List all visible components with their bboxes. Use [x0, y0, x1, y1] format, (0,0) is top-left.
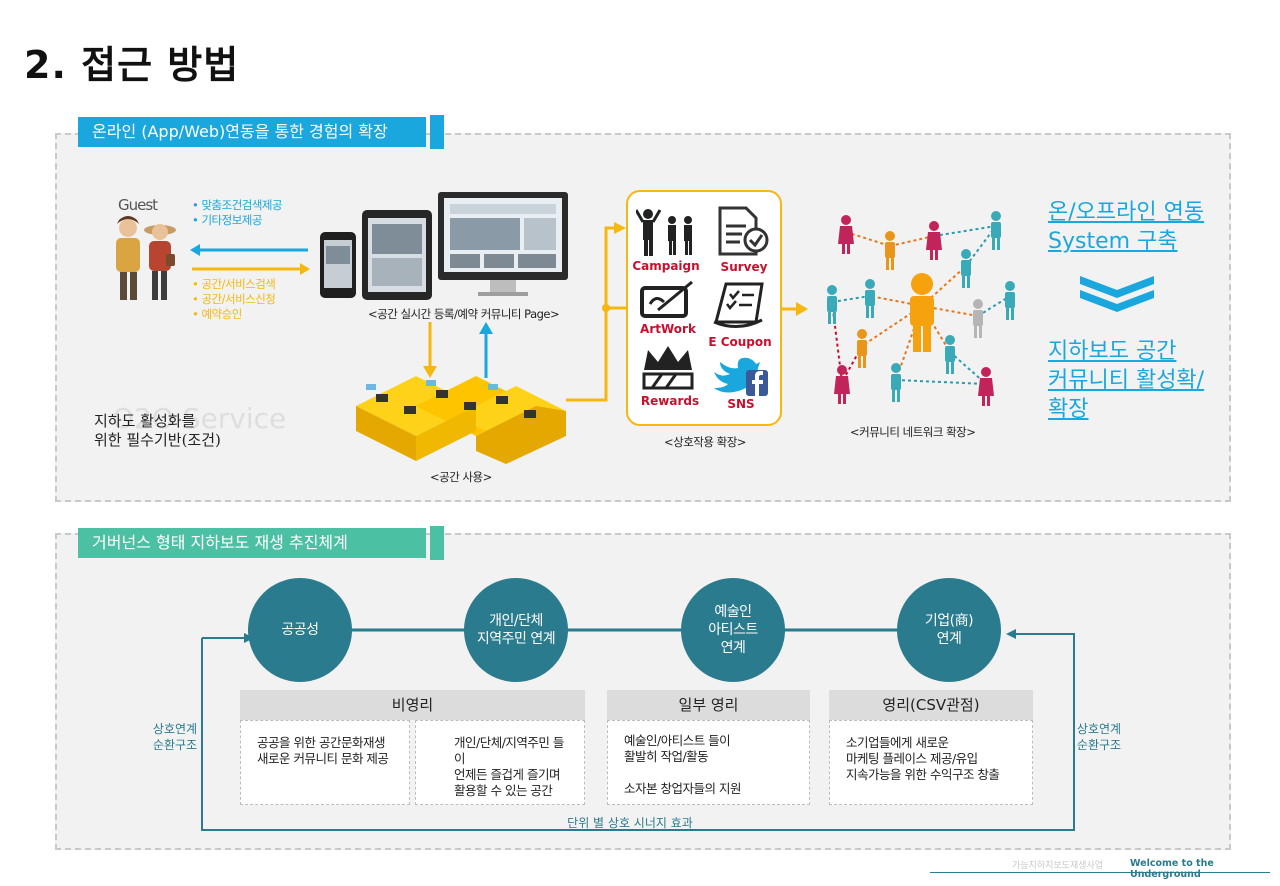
devices-caption: <공간 실시간 등록/예약 커뮤니티 Page> [368, 307, 560, 321]
footer-faint-text: 가능지하지보도재생사업 [1012, 861, 1104, 871]
network-caption: <커뮤니티 네트워크 확장> [850, 425, 976, 439]
bullet-item: 기타정보제공 [192, 213, 282, 228]
category-profit: 영리(CSV관점) [829, 690, 1033, 720]
circle-business: 기업(商) 연계 [897, 578, 1001, 682]
cycle-loop-lines [201, 628, 1075, 831]
footer-brand: Welcome to the Underground [1130, 858, 1214, 880]
content-box-business: 소기업들에게 새로운 마케팅 플레이스 제공/유입 지속가능을 위한 수익구조 … [829, 720, 1033, 805]
sns-icon [714, 357, 768, 396]
tab-end-marker [430, 115, 444, 149]
artwork-icon [640, 280, 693, 318]
result-community-text: 지하보도 공간 커뮤니티 활성확/ 확장 [1048, 339, 1205, 422]
connector-bracket [566, 222, 628, 402]
sns-label: SNS [727, 397, 755, 411]
footer-line [930, 872, 1270, 873]
section-online-tab: 온라인 (App/Web)연동을 통한 경험의 확장 [78, 117, 426, 147]
survey-icon [718, 206, 769, 256]
guest-blue-bullets: 맞춤조건검색제공 기타정보제공 [192, 198, 282, 228]
arrow-to-network [782, 302, 808, 316]
category-nonprofit: 비영리 [240, 690, 585, 720]
survey-label: Survey [720, 260, 768, 274]
devices-illustration [320, 192, 568, 300]
cycle-label-left: 상호연계 순환구조 [152, 722, 198, 752]
interaction-caption: <상호작용 확장> [664, 435, 746, 449]
page-title: 2. 접근 방법 [24, 43, 240, 87]
bullet-item: 공간/서비스검색 [192, 277, 275, 292]
circle-residents: 개인/단체 지역주민 연계 [464, 578, 568, 682]
ecoupon-icon [713, 282, 764, 328]
circle-artists: 예술인 아티스트 연계 [681, 578, 785, 682]
arrow-down-orange [423, 322, 437, 378]
result-system-text: 온/오프라인 연동 System 구축 [1048, 200, 1205, 254]
cycle-label-right: 상호연계 순환구조 [1076, 722, 1122, 752]
chevron-down-icon [1080, 276, 1154, 312]
campaign-icon [636, 209, 692, 256]
bullet-item: 맞춤조건검색제공 [192, 198, 282, 213]
rewards-icon [642, 346, 694, 390]
guest-orange-bullets: 공간/서비스검색 공간/서비스신청 예약승인 [192, 277, 275, 322]
circle-public: 공공성 [248, 578, 352, 682]
o2o-watermark: O2O Service [112, 402, 287, 435]
guest-label: Guest [118, 196, 158, 214]
bullet-item: 공간/서비스신청 [192, 292, 275, 307]
community-network-illustration [827, 211, 1015, 406]
guest-couple-illustration [116, 216, 176, 300]
arrow-left-blue [190, 244, 308, 256]
section-governance-tab: 거버넌스 형태 지하보도 재생 추진체계 [78, 528, 426, 558]
ecoupon-label: E Coupon [708, 335, 772, 349]
content-box-residents: 개인/단체/지역주민 들이 언제든 즐겁게 즐기며 활용할 수 있는 공간 [415, 720, 585, 805]
space-caption: <공간 사용> [430, 470, 492, 484]
tab-end-marker [430, 526, 444, 560]
arrow-right-orange [192, 263, 310, 275]
bullet-item: 예약승인 [192, 307, 275, 322]
content-box-artists: 예술인/아티스트 들이 활발히 작업/활동 소자본 창업자들의 지원 [607, 720, 810, 805]
artwork-label: ArtWork [640, 322, 696, 336]
campaign-label: Campaign [632, 259, 700, 273]
category-partial-profit: 일부 영리 [607, 690, 810, 720]
basis-text: 지하도 활성화를 위한 필수기반(조건) [94, 412, 221, 449]
arrow-up-blue [479, 322, 493, 378]
rewards-label: Rewards [640, 394, 700, 408]
content-box-public: 공공을 위한 공간문화재생 새로운 커뮤니티 문화 제공 [240, 720, 410, 805]
space-rooms-illustration [356, 376, 566, 464]
synergy-label: 단위 별 상호 시너지 효과 [567, 816, 693, 830]
